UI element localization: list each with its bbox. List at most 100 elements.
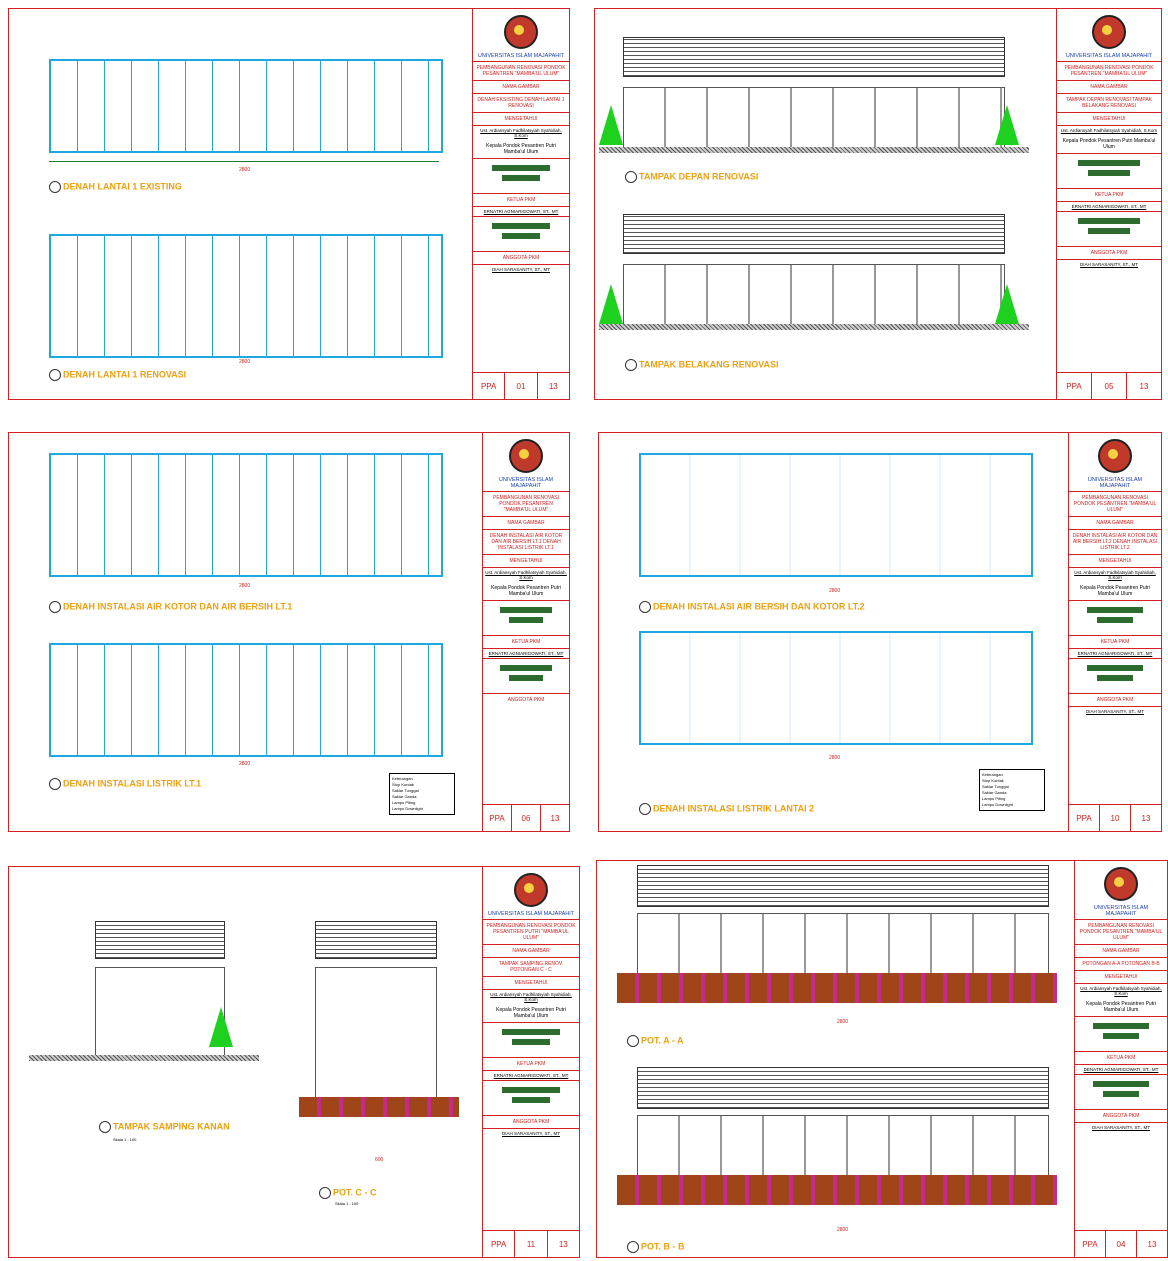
signatory-2: ERNATRI AGNIARIGOWATI, ST., MT [1057,201,1161,211]
university-name: UNIVERSITAS ISLAM MAJAPAHIT [477,53,565,59]
label-drawing-name: NAMA GAMBAR [1075,944,1167,957]
signature-block [1057,153,1161,188]
signature-block [1069,658,1161,693]
plan-electrical-lt2 [639,631,1033,745]
signature-block [1069,600,1161,635]
sheet-11: TAMPAK SAMPING KANAN Skala 1 : 100 600 P… [8,866,580,1258]
role-3: ANGGOTA PKM [483,1115,579,1128]
dim-total: 2800 [837,1227,849,1233]
signature-block [483,1080,579,1115]
ground-line [599,324,1029,330]
ground-line [29,1055,259,1061]
drawing-name: DENAH EKSISTING DENAH LANTAI 1 RENOVASI [473,93,569,112]
signatory-1: Ust. Ardiansyah Fadhilatsyiah Syahidiah,… [1075,983,1167,998]
drawing-title: TAMPAK BELAKANG RENOVASI [625,359,779,371]
legend-heading: Keterangan [392,776,413,781]
sheet-no: 10 [1100,805,1131,831]
drawing-name: DENAH INSTALASI AIR KOTOR DAN AIR BERSIH… [1069,529,1161,554]
university-name: UNIVERSITAS ISLAM MAJAPAHIT [487,911,575,917]
project-name: PEMBANGUNAN RENOVASI PONDOK PESANTREN "M… [1069,491,1161,516]
label-approved: MENGETAHUI [473,112,569,125]
electrical-legend: Keterangan Stop Kontak Saklar Tunggal Sa… [389,773,455,815]
facade-roof [623,214,1005,254]
drawing-title: TAMPAK DEPAN RENOVASI [625,171,758,183]
sheet-code: PPA [1069,805,1100,831]
project-name: PEMBANGUNAN RENOVASI PONDOK PESANTREN PU… [483,919,579,944]
section-a-foundation [617,973,1057,1003]
label-drawing-name: NAMA GAMBAR [473,80,569,93]
sheet-code: PPA [1057,373,1092,399]
facade-wall [623,87,1005,149]
title-block: UNIVERSITAS ISLAM MAJAPAHIT PEMBANGUNAN … [1074,861,1167,1257]
section-b-roof [637,1067,1049,1109]
signatory-1: Ust. Ardiansyah Fadhilatsyiah Syahidiah,… [483,989,579,1004]
drawing-name: DENAH INSTALASI AIR KOTOR DAN AIR BERSIH… [483,529,569,554]
signatory-2: ERNATRI AGNIARIGOWATI, ST., MT [473,206,569,216]
title-block: UNIVERSITAS ISLAM MAJAPAHIT PEMBANGUNAN … [472,9,569,399]
project-name: PEMBANGUNAN RENOVASI PONDOK PESANTREN "M… [1057,61,1161,80]
section-a-roof [637,865,1049,907]
signatory-1-role: Kepala Pondok Pesantren Putri Mamba'ul U… [496,1007,566,1019]
title-block: UNIVERSITAS ISLAM MAJAPAHIT PEMBANGUNAN … [1056,9,1161,399]
sheet-code: PPA [473,373,506,399]
section-roof [315,921,437,959]
signatory-3: DIAH SARASANITY, ST., MT [483,1128,579,1138]
signature-block [1075,1016,1167,1051]
role-2: KETUA PKM [483,1057,579,1070]
role-2: KETUA PKM [1075,1051,1167,1064]
label-drawing-name: NAMA GAMBAR [1069,516,1161,529]
sheet-number-block: PPA 10 13 [1069,804,1161,831]
signatory-1: Ust. Ardiansyah Fadhilatsyiah Syahidiah,… [473,125,569,140]
legend-item: Stop Kontak [982,778,1004,783]
drawing-name: POTONGAN A-A POTONGAN B-B [1075,957,1167,970]
university-logo [509,439,543,473]
drawing-title: TAMPAK SAMPING KANAN [99,1121,230,1133]
facade-wall [623,264,1005,326]
sheet-number-block: PPA 11 13 [483,1230,579,1257]
university-name: UNIVERSITAS ISLAM MAJAPAHIT [1093,905,1149,917]
label-drawing-name: NAMA GAMBAR [483,516,569,529]
tree-icon [599,284,623,324]
signatory-3: DIAH SARASANITY, ST., MT [1057,259,1161,269]
drawing-name: TAMPAK SAMPING RENOV. POTONGAN C - C [483,957,579,976]
drawing-title: POT. B - B [627,1241,685,1253]
sheet-number-block: PPA 05 13 [1057,372,1161,399]
sheet-code: PPA [483,1231,516,1257]
role-2: KETUA PKM [1069,635,1161,648]
tree-icon [995,284,1019,324]
sheet-no: 05 [1092,373,1127,399]
signatory-3: DIAH SARASANITY, ST., MT [473,264,569,274]
section-wall [315,967,437,1099]
plan-water-installation [49,453,443,577]
drawing-title: DENAH INSTALASI AIR KOTOR DAN AIR BERSIH… [49,601,292,613]
project-name: PEMBANGUNAN RENOVASI PONDOK PESANTREN "M… [1075,919,1167,944]
label-approved: MENGETAHUI [483,976,579,989]
legend-item: Lampu Downlight [982,802,1013,807]
dim-label: 600 [375,1157,384,1163]
tree-icon [599,105,623,145]
sheet-total: 13 [1139,381,1149,391]
dim-total: 2800 [837,1019,849,1025]
university-name: UNIVERSITAS ISLAM MAJAPAHIT [1065,53,1153,59]
section-b-wall [637,1115,1049,1177]
sheet-total: 13 [558,1239,568,1249]
dim-total: 2800 [829,755,841,761]
tree-icon [209,1007,233,1047]
plan-renovation [49,234,443,358]
foundation [299,1097,459,1117]
project-name: PEMBANGUNAN RENOVASI PONDOK PESANTREN "M… [483,491,569,516]
title-block: UNIVERSITAS ISLAM MAJAPAHIT PEMBANGUNAN … [482,867,579,1257]
sheet-no: 11 [515,1231,548,1257]
section-a-wall [637,913,1049,975]
legend-item: Saklar Tunggal [392,788,419,793]
role-3: ANGGOTA PKM [1075,1109,1167,1122]
project-name: PEMBANGUNAN RENOVASI PONDOK PESANTREN "M… [473,61,569,80]
drawing-title: DENAH LANTAI 1 RENOVASI [49,369,186,381]
university-logo [514,873,548,907]
university-name: UNIVERSITAS ISLAM MAJAPAHIT [1087,477,1143,489]
label-drawing-name: NAMA GAMBAR [1057,80,1161,93]
scale-label: Skala 1 : 100 [335,1201,359,1206]
signatory-1-role: Kepala Pondok Pesantren Putri Mamba'ul U… [486,143,556,155]
tree-icon [995,105,1019,145]
signature-block [1057,211,1161,246]
